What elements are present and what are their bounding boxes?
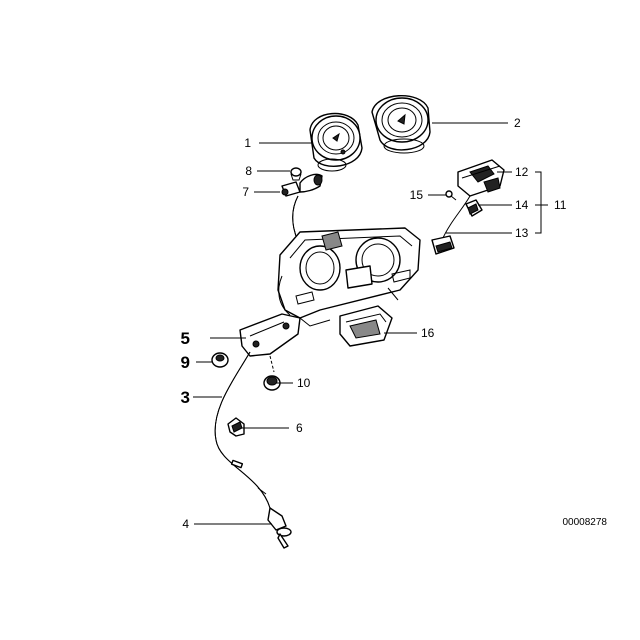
connector-13[interactable] [431,235,455,255]
leader-lines [193,122,548,525]
bulb-8[interactable] [290,167,302,181]
grommet-9[interactable] [211,352,229,368]
label-15: 15 [410,188,424,202]
label-13: 13 [515,226,529,240]
grommet-10[interactable] [263,355,281,391]
label-4: 4 [182,517,189,531]
cover-16[interactable] [339,305,393,347]
label-2: 2 [514,116,521,130]
label-9: 9 [181,353,190,372]
label-7: 7 [242,185,249,199]
gauge-1-speedometer[interactable] [309,112,363,172]
wire-13[interactable] [441,195,471,241]
label-8: 8 [245,164,252,178]
bulb-socket-7[interactable] [281,173,323,197]
label-3: 3 [181,388,190,407]
label-5: 5 [181,329,190,348]
cable-clip-6[interactable] [227,417,245,437]
label-10: 10 [297,376,311,390]
label-11: 11 [554,198,567,212]
label-16: 16 [421,326,435,340]
label-1: 1 [244,136,251,150]
gauge-2-tachometer[interactable] [371,95,431,154]
label-14: 14 [515,198,529,212]
indicator-unit-12[interactable] [457,159,505,197]
bracket-5[interactable] [239,313,301,357]
screw-15[interactable] [445,190,457,201]
document-id: 00008278 [563,517,608,528]
cable-end-4[interactable] [267,507,292,549]
plug-14[interactable] [465,199,483,217]
instrument-housing[interactable] [277,227,421,327]
label-12: 12 [515,165,529,179]
label-6: 6 [296,421,303,435]
